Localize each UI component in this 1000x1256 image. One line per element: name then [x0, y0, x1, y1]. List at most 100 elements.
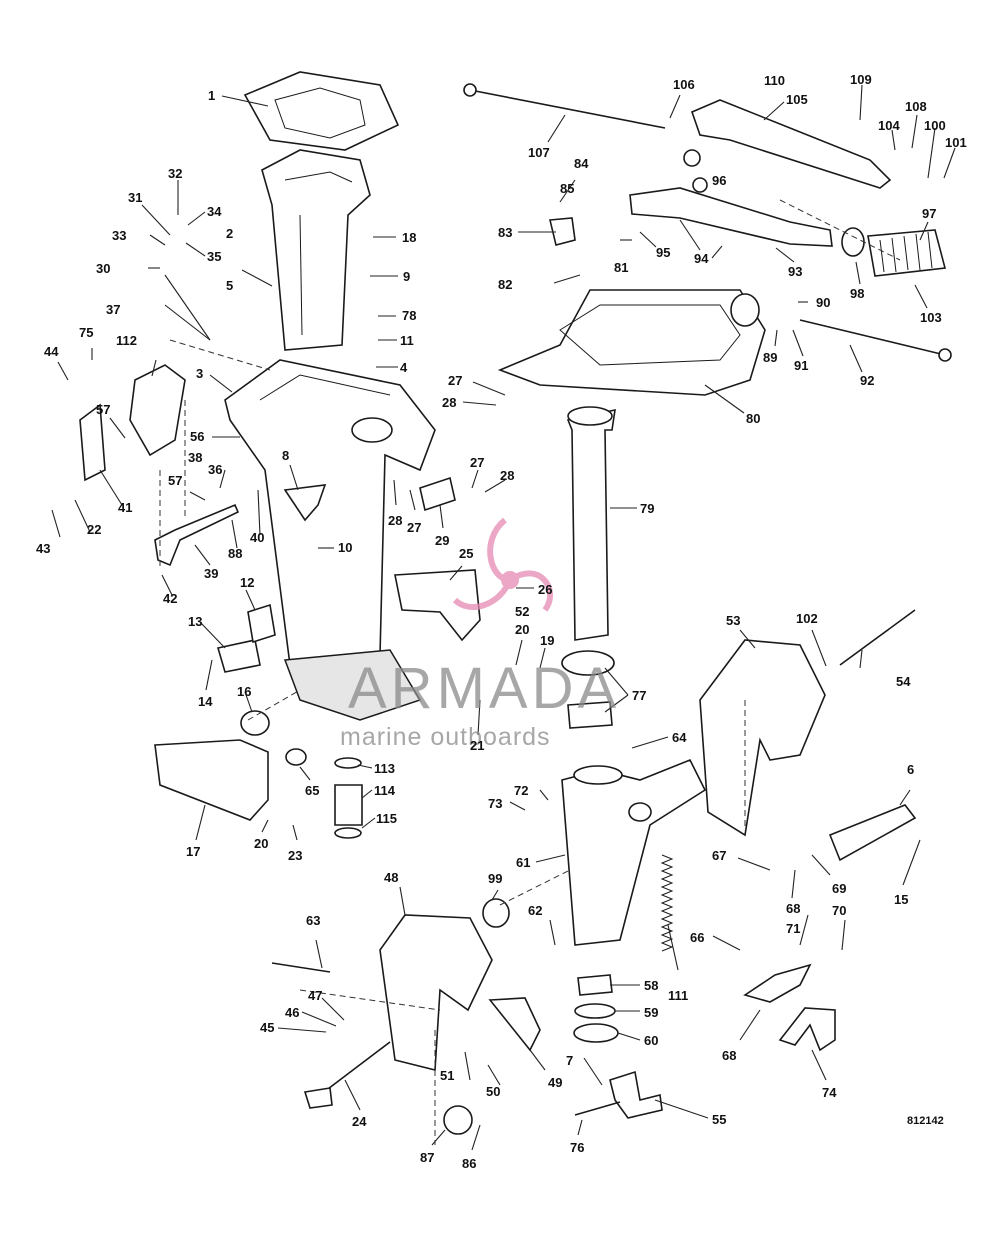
callout-55: 55 [712, 1112, 726, 1127]
seal-part [573, 1023, 619, 1043]
callout-77: 77 [632, 688, 646, 703]
callout-107: 107 [528, 145, 550, 160]
callout-8: 8 [282, 448, 289, 463]
callout-27a: 27 [448, 373, 462, 388]
clamp-screw-part [303, 1041, 391, 1109]
callout-113: 113 [374, 761, 395, 776]
callout-9: 9 [403, 269, 410, 284]
callout-32: 32 [168, 166, 182, 181]
callout-50: 50 [486, 1084, 500, 1099]
callout-2: 2 [226, 226, 233, 241]
callout-54: 54 [896, 674, 911, 689]
assembly-line-i [247, 689, 301, 721]
callout-115: 115 [376, 811, 397, 826]
bushing-part [577, 974, 613, 996]
callout-87: 87 [420, 1150, 434, 1165]
callout-90: 90 [816, 295, 830, 310]
water-tube-part [334, 757, 363, 839]
callout-1: 1 [208, 88, 215, 103]
rubber-mount-part [482, 898, 510, 928]
callout-102: 102 [796, 611, 818, 626]
callout-44: 44 [44, 344, 59, 359]
callout-28c: 28 [500, 468, 514, 483]
tiller-arm-part [629, 187, 833, 247]
stern-bracket-left-part [379, 914, 493, 1072]
callout-51: 51 [440, 1068, 454, 1083]
callout-84: 84 [574, 156, 589, 171]
leader-lines [51, 84, 956, 1151]
cover-gasket-part [247, 603, 276, 644]
callout-28a: 28 [442, 395, 456, 410]
callout-72: 72 [514, 783, 528, 798]
callout-93: 93 [788, 264, 802, 279]
callout-29: 29 [435, 533, 449, 548]
callout-52: 52 [515, 604, 529, 619]
callout-79: 79 [640, 501, 654, 516]
callout-21: 21 [470, 738, 484, 753]
callout-41: 41 [118, 500, 132, 515]
callout-14: 14 [198, 694, 213, 709]
callout-89: 89 [763, 350, 777, 365]
callout-48: 48 [384, 870, 398, 885]
callout-68b: 68 [722, 1048, 736, 1063]
callout-36: 36 [208, 462, 222, 477]
plug-part [240, 710, 270, 736]
callout-10: 10 [338, 540, 352, 555]
callout-20a: 20 [515, 622, 529, 637]
diagram-code: 812142 [907, 1115, 944, 1127]
shift-coupling-part [419, 476, 456, 512]
stern-bracket-right-part [699, 639, 826, 837]
gasket-plate-part [243, 71, 400, 151]
callout-76: 76 [570, 1140, 584, 1155]
callout-108: 108 [905, 99, 927, 114]
callout-78: 78 [402, 308, 416, 323]
callout-106: 106 [673, 77, 695, 92]
callout-64: 64 [672, 730, 687, 745]
callout-98: 98 [850, 286, 864, 301]
callout-92: 92 [860, 373, 874, 388]
side-cover-part [154, 739, 269, 821]
callout-25: 25 [459, 546, 473, 561]
exhaust-housing-part [261, 149, 371, 351]
clamp-handle-part [488, 997, 541, 1052]
callout-42: 42 [163, 591, 177, 606]
callout-39: 39 [204, 566, 218, 581]
callout-73: 73 [488, 796, 502, 811]
tilt-pin-part [574, 1101, 621, 1116]
bearing-upper-part [561, 650, 615, 676]
callout-99: 99 [488, 871, 502, 886]
callout-86: 86 [462, 1156, 476, 1171]
callout-75: 75 [79, 325, 93, 340]
callout-6: 6 [907, 762, 914, 777]
callout-96: 96 [712, 173, 726, 188]
callout-62: 62 [528, 903, 542, 918]
callout-26: 26 [538, 582, 552, 597]
callout-20b: 20 [254, 836, 268, 851]
callout-74: 74 [822, 1085, 837, 1100]
clamp-bolt-part [271, 962, 331, 973]
callout-22: 22 [87, 522, 101, 537]
tilt-lever-part [778, 1007, 836, 1052]
steering-rod-part [799, 319, 952, 362]
callout-58: 58 [644, 978, 658, 993]
callout-57a: 57 [96, 402, 110, 417]
callout-46: 46 [285, 1005, 299, 1020]
callout-4: 4 [400, 360, 408, 375]
callout-43: 43 [36, 541, 50, 556]
callout-5: 5 [226, 278, 233, 293]
spring-part [660, 854, 674, 952]
washer-96b-part [692, 177, 708, 193]
callout-71: 71 [786, 921, 800, 936]
callout-111: 111 [668, 988, 688, 1003]
callout-labels: 1 2 3 4 5 6 7 8 9 10 11 12 13 14 15 16 1… [36, 72, 967, 1171]
callout-109: 109 [850, 72, 872, 87]
stern-bracket-column-part [561, 758, 707, 946]
callout-95: 95 [656, 245, 670, 260]
watermark-brand: ARMADA [348, 656, 620, 721]
callout-82: 82 [498, 277, 512, 292]
callout-16: 16 [237, 684, 251, 699]
callout-97: 97 [922, 206, 936, 221]
callout-12: 12 [240, 575, 254, 590]
callout-35: 35 [207, 249, 221, 264]
